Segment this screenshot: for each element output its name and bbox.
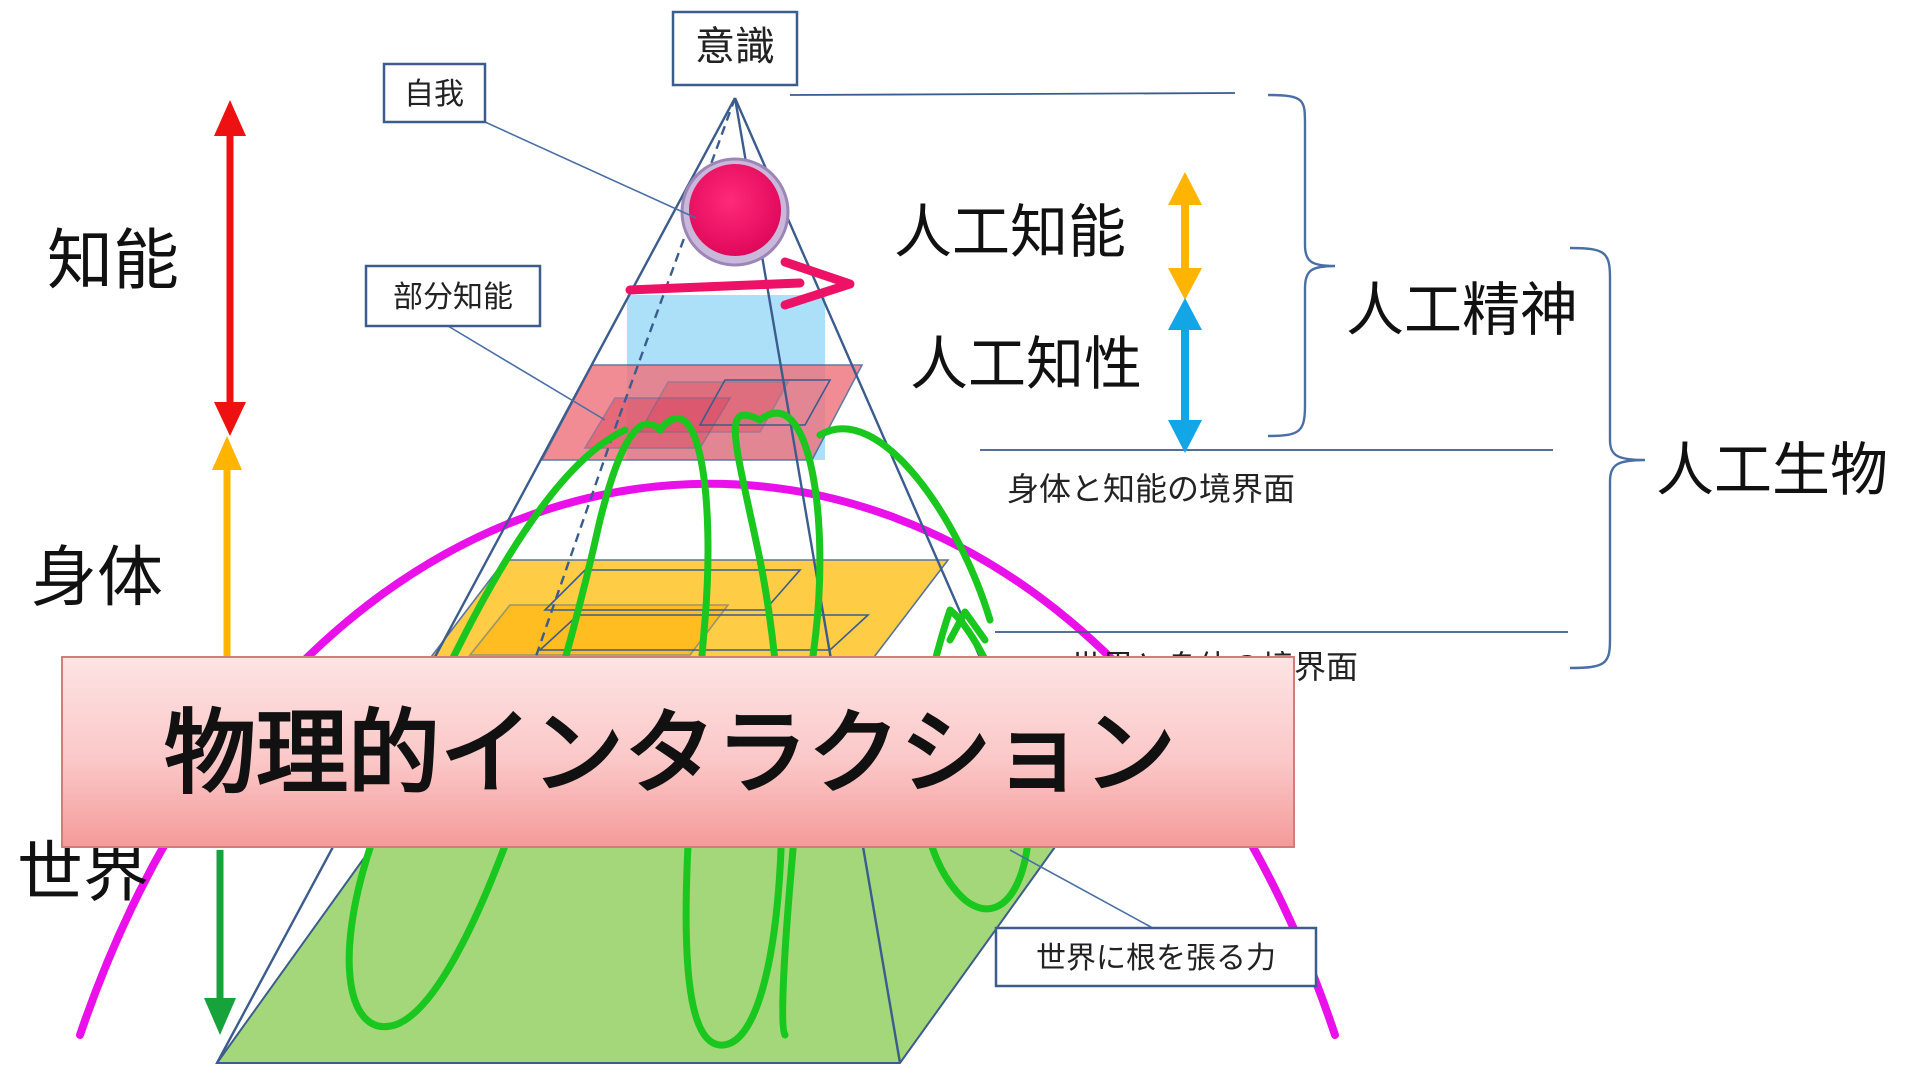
- consciousness-label: 意識: [695, 24, 775, 70]
- artificial-intellect-label: 人工知性: [910, 330, 1142, 398]
- artificial-intelligence-range-arrow: [1168, 172, 1202, 300]
- consciousness-reference-line: [789, 92, 1236, 96]
- partial-intelligence-panel-3: [698, 379, 832, 426]
- body-sub-panel-2: [537, 614, 871, 651]
- rooting-force-leader: [1009, 849, 1161, 933]
- partial-intelligence-label: 部分知能: [393, 280, 513, 315]
- body-sub-panel-3: [543, 569, 802, 611]
- body-sub-panel-1: [468, 604, 730, 656]
- physical-interaction-banner: [61, 656, 1295, 848]
- rooting-force-box: [994, 926, 1318, 988]
- ego-box: [382, 62, 487, 124]
- ego-leader: [484, 121, 697, 219]
- rooting-force-label: 世界に根を張る力: [1036, 941, 1276, 976]
- artificial-life-label: 人工生物: [1656, 436, 1888, 504]
- ego-ball: [680, 157, 790, 267]
- physical-interaction-label: 物理的インタラクション: [164, 700, 1176, 807]
- ego-to-ai-arrow: [625, 257, 855, 310]
- intelligence-range-arrow: [214, 100, 246, 436]
- world-range-arrow: [204, 850, 236, 1035]
- artificial-intellect-range-arrow: [1168, 298, 1202, 453]
- artificial-mind-label: 人工精神: [1346, 276, 1578, 344]
- ego-label: 自我: [404, 77, 464, 112]
- body-intelligence-boundary-label: 身体と知能の境界面: [1007, 470, 1295, 508]
- consciousness-box: [671, 10, 799, 87]
- artificial-life-brace: [1569, 246, 1646, 670]
- partial-intelligence-leader: [437, 319, 606, 421]
- left-body-label: 身体: [31, 539, 163, 616]
- partial-intelligence-box: [364, 264, 542, 328]
- artificial-intelligence-label: 人工知能: [894, 198, 1126, 266]
- left-intelligence-label: 知能: [47, 222, 179, 299]
- world-base-plane: [215, 839, 1062, 1064]
- artificial-mind-brace: [1267, 93, 1336, 438]
